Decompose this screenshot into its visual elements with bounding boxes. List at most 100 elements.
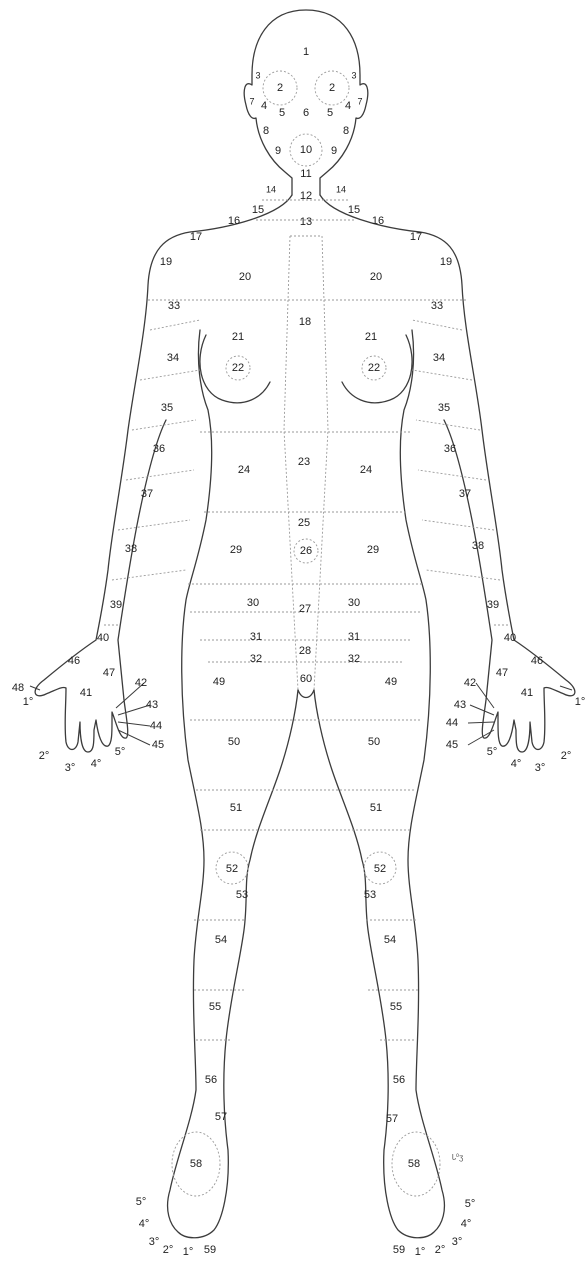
zone-label: 45 bbox=[152, 739, 164, 751]
zone-label: 14 bbox=[336, 184, 346, 194]
zone-label: 40 bbox=[504, 632, 516, 644]
zone-label: 30 bbox=[348, 597, 360, 609]
zone-label: 20 bbox=[370, 271, 382, 283]
zone-label: 21 bbox=[365, 331, 377, 343]
zone-label: 59 bbox=[393, 1244, 405, 1256]
zone-dividers bbox=[104, 71, 508, 1196]
crotch-outline bbox=[298, 690, 314, 698]
zone-label: 2° bbox=[39, 750, 50, 762]
zone-label: 59 bbox=[204, 1244, 216, 1256]
left-arm-outline bbox=[35, 195, 292, 752]
zone-label: 57 bbox=[386, 1113, 398, 1125]
zone-label: 8 bbox=[263, 125, 269, 137]
zone-label: 35 bbox=[438, 402, 450, 414]
zone-label: 60 bbox=[300, 673, 312, 685]
zone-label: 51 bbox=[370, 802, 382, 814]
zone-label: 16 bbox=[372, 215, 384, 227]
zone-label: 24 bbox=[238, 464, 250, 476]
zone-label: 56 bbox=[205, 1074, 217, 1086]
zone-label: 44 bbox=[446, 717, 458, 729]
zone-label: 26 bbox=[300, 545, 312, 557]
zone-label: 45 bbox=[446, 739, 458, 751]
zone-label: 1° bbox=[415, 1246, 426, 1258]
zone-label: 42 bbox=[135, 677, 147, 689]
zone-label: 43 bbox=[454, 699, 466, 711]
zone-label: 4 bbox=[345, 100, 351, 112]
zone-label: 39 bbox=[487, 599, 499, 611]
zone-label: 2 bbox=[329, 82, 335, 94]
zone-label: 57 bbox=[215, 1111, 227, 1123]
zone-label: 56 bbox=[393, 1074, 405, 1086]
right-arm-outline bbox=[320, 195, 575, 752]
zone-label: 51 bbox=[230, 802, 242, 814]
zone-label: 48 bbox=[12, 682, 24, 694]
zone-label: 4 bbox=[261, 100, 267, 112]
zone-label: 32 bbox=[250, 653, 262, 665]
zone-label: 3° bbox=[149, 1236, 160, 1248]
zone-label: 52 bbox=[226, 863, 238, 875]
zone-label: 40 bbox=[97, 632, 109, 644]
signature-mark: Ꮣ⁰ʒ bbox=[452, 1153, 464, 1162]
zone-label: 17 bbox=[410, 231, 422, 243]
zone-label: 3° bbox=[535, 762, 546, 774]
zone-label: 1 bbox=[303, 46, 309, 58]
zone-label: 12 bbox=[300, 190, 312, 202]
zone-label: 2° bbox=[163, 1244, 174, 1256]
zone-label: 10 bbox=[300, 144, 312, 156]
arm-lines-left bbox=[104, 320, 200, 625]
zone-label: 4° bbox=[511, 758, 522, 770]
zone-label: 49 bbox=[385, 676, 397, 688]
zone-label: 28 bbox=[299, 645, 311, 657]
zone-label: 15 bbox=[348, 204, 360, 216]
zone-label: 25 bbox=[298, 517, 310, 529]
zone-label: 20 bbox=[239, 271, 251, 283]
zone-label: 50 bbox=[368, 736, 380, 748]
zone-label: 31 bbox=[250, 631, 262, 643]
zone-label: 37 bbox=[459, 488, 471, 500]
zone-label: 54 bbox=[215, 934, 227, 946]
zone-label: 3° bbox=[65, 762, 76, 774]
zone-label: 53 bbox=[364, 889, 376, 901]
zone-label: 5 bbox=[327, 107, 333, 119]
zone-label: 3° bbox=[452, 1236, 463, 1248]
zone-label: 2 bbox=[277, 82, 283, 94]
zone-label: 36 bbox=[153, 443, 165, 455]
zone-label: 58 bbox=[190, 1158, 202, 1170]
zone-label: 13 bbox=[300, 216, 312, 228]
zone-label: 4° bbox=[139, 1218, 150, 1230]
zone-label: 17 bbox=[190, 231, 202, 243]
zone-label: 37 bbox=[141, 488, 153, 500]
torso-right-outline bbox=[314, 330, 444, 1238]
zone-label: 3 bbox=[351, 70, 356, 80]
zone-label: 1° bbox=[23, 696, 34, 708]
zone-label: 32 bbox=[348, 653, 360, 665]
zone-label: 21 bbox=[232, 331, 244, 343]
zone-label: 54 bbox=[384, 934, 396, 946]
zone-label: 42 bbox=[464, 677, 476, 689]
zone-label: 1° bbox=[575, 696, 586, 708]
zone-label: 1° bbox=[183, 1246, 194, 1258]
zone-label: 41 bbox=[80, 687, 92, 699]
zone-label: 30 bbox=[247, 597, 259, 609]
zone-label: 27 bbox=[299, 603, 311, 615]
zone-label: 35 bbox=[161, 402, 173, 414]
zone-label: 19 bbox=[160, 256, 172, 268]
zone-label: 6 bbox=[303, 107, 309, 119]
zone-label: 38 bbox=[125, 543, 137, 555]
zone-label: 4° bbox=[91, 758, 102, 770]
zone-label: 44 bbox=[150, 720, 162, 732]
zone-label: 53 bbox=[236, 889, 248, 901]
zone-label: 33 bbox=[168, 300, 180, 312]
zone-label: 39 bbox=[110, 599, 122, 611]
zone-label: 34 bbox=[167, 352, 179, 364]
zone-label: 47 bbox=[496, 667, 508, 679]
zone-label: 31 bbox=[348, 631, 360, 643]
zone-label: 52 bbox=[374, 863, 386, 875]
zone-label: 14 bbox=[266, 184, 276, 194]
zone-label: 33 bbox=[431, 300, 443, 312]
zone-label: 7 bbox=[249, 96, 254, 106]
zone-label: 5° bbox=[465, 1198, 476, 1210]
zone-label: 24 bbox=[360, 464, 372, 476]
